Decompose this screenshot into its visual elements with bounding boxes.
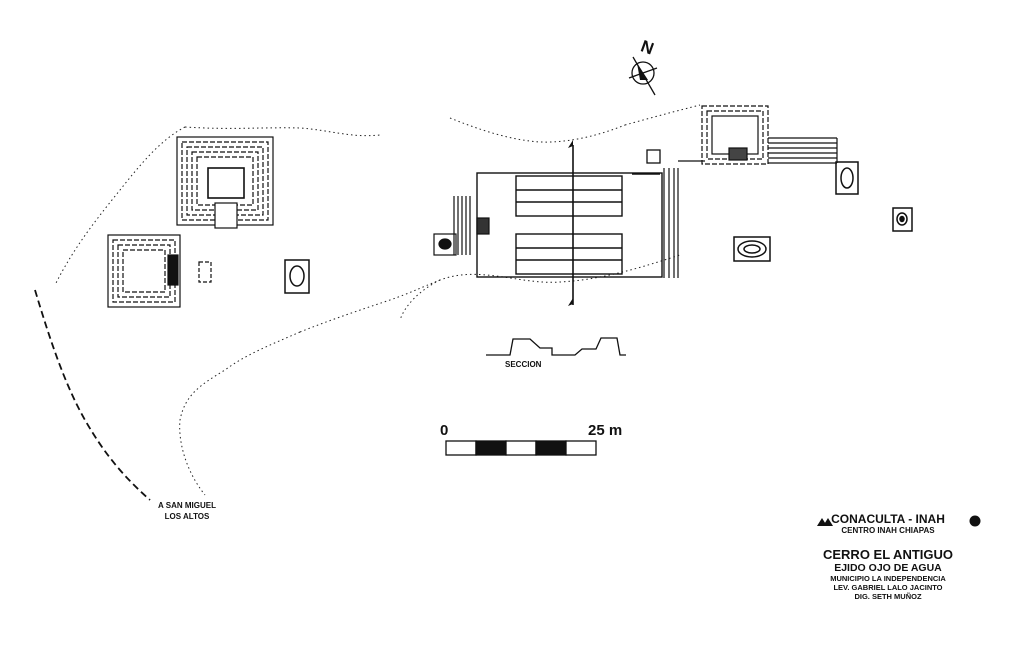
road-label-line2: LOS ALTOS	[164, 512, 210, 521]
scale-start-label: 0	[440, 422, 449, 439]
institution-name: CONACULTA - INAH	[831, 512, 945, 526]
drawing-credit: DIG. SETH MUÑOZ	[854, 592, 922, 601]
municipality-name: MUNICIPIO LA INDEPENDENCIA	[830, 574, 946, 583]
credits-block: CONACULTA - INAH CENTRO INAH CHIAPAS CER…	[798, 512, 978, 601]
site-boundary	[54, 104, 701, 496]
site-title: CERRO EL ANTIGUO	[822, 547, 953, 562]
ball-court	[476, 168, 679, 278]
temple-platform-east	[701, 105, 838, 165]
conaculta-logo-icon	[817, 518, 833, 526]
center-name: CENTRO INAH CHIAPAS	[841, 526, 935, 535]
section-line	[568, 140, 574, 306]
terraced-pyramid-large	[176, 136, 274, 229]
cross-section-profile	[486, 337, 626, 356]
survey-credit: LEV. GABRIEL LALO JACINTO	[833, 583, 943, 592]
road-to-san-miguel	[34, 289, 151, 501]
mound-east-1	[835, 161, 859, 195]
section-label: SECCION	[505, 360, 542, 369]
north-arrow-icon	[628, 56, 658, 96]
terraced-platform-west	[107, 234, 181, 308]
road-label-line1: A SAN MIGUEL	[158, 501, 216, 510]
stepped-structure-ball-court-west	[433, 196, 490, 256]
mound-west	[284, 259, 310, 294]
scale-end-label: 25 m	[588, 422, 623, 439]
minor-structure-dashed	[198, 261, 212, 283]
inah-logo-icon	[969, 515, 981, 527]
scale-bar	[445, 440, 597, 456]
ejido-name: EJIDO OJO DE AGUA	[834, 562, 942, 574]
minor-square-structure	[646, 149, 661, 164]
mound-east-2	[892, 207, 913, 232]
mound-east-3	[733, 236, 771, 262]
road-label: A SAN MIGUEL LOS ALTOS	[142, 500, 232, 522]
